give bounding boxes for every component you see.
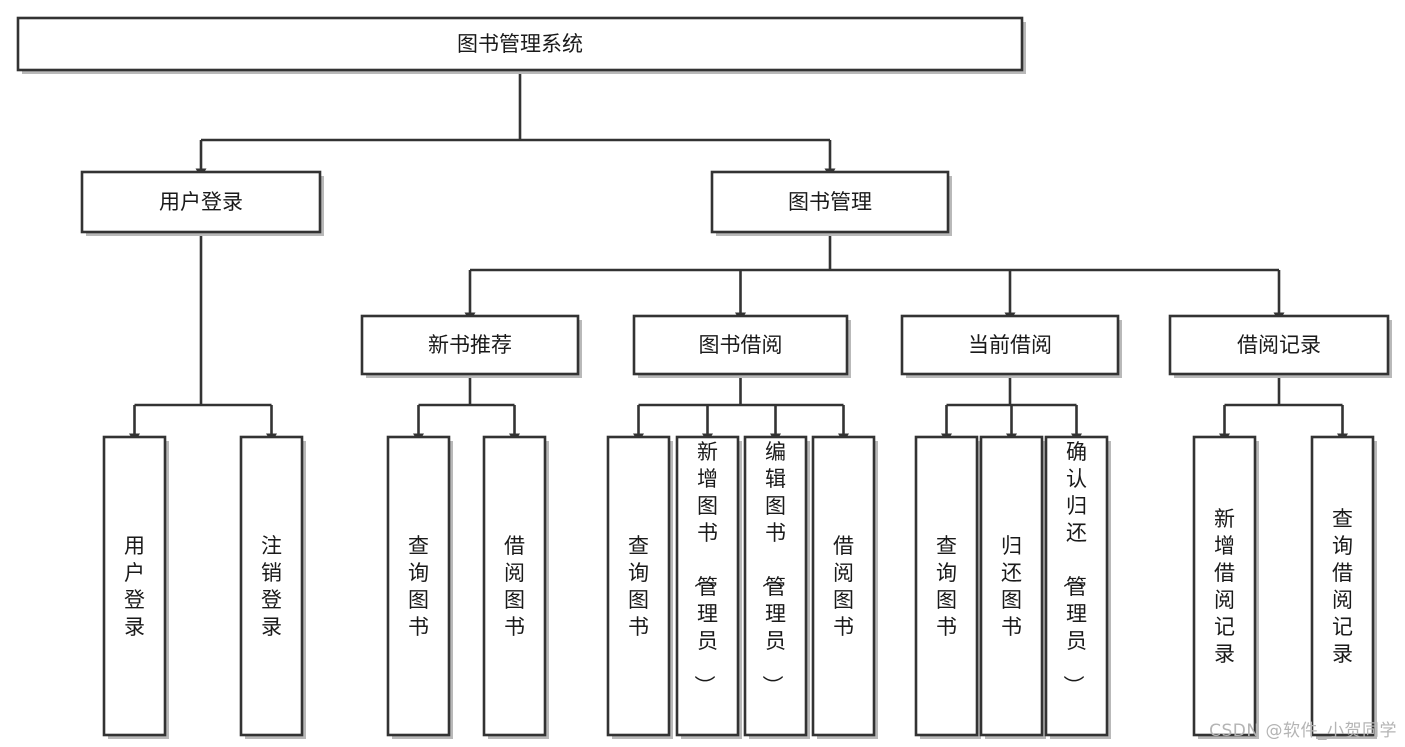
node-rect[interactable] (632, 314, 849, 376)
node-leaf-借阅图书-3[interactable]: 借阅图书 (482, 435, 549, 739)
node-rect[interactable] (482, 435, 547, 737)
node-label: 用户登录 (159, 190, 243, 214)
node-leaf-注销登录-1[interactable]: 注销登录 (239, 435, 306, 739)
node-label: 借阅图书 (504, 534, 525, 639)
node-label: 用户登录 (124, 534, 145, 639)
node-l2-图书管理-1[interactable]: 图书管理 (710, 170, 952, 236)
node-rect[interactable] (360, 314, 580, 376)
connector-layer (129, 70, 1348, 443)
node-label: 当前借阅 (968, 333, 1052, 357)
node-l3-新书推荐-0[interactable]: 新书推荐 (360, 314, 582, 378)
node-rect[interactable] (80, 170, 322, 234)
node-leaf-编辑图书管理员-6[interactable]: 编辑图书（管理员） (743, 435, 810, 739)
watermark-text: CSDN @软件_小贺同学 (1209, 721, 1397, 741)
node-label: 查询图书 (628, 534, 649, 639)
node-label: 查询借阅记录 (1332, 507, 1353, 666)
node-layer: 图书管理系统用户登录图书管理新书推荐图书借阅当前借阅借阅记录用户登录注销登录查询… (16, 16, 1392, 739)
node-root-图书管理系统[interactable]: 图书管理系统 (16, 16, 1026, 74)
node-leaf-查询图书-4[interactable]: 查询图书 (606, 435, 673, 739)
node-leaf-查询借阅记录-12[interactable]: 查询借阅记录 (1310, 435, 1377, 739)
node-label: 新增借阅记录 (1214, 507, 1235, 666)
node-label: 新书推荐 (428, 333, 512, 357)
node-leaf-新增图书管理员-5[interactable]: 新增图书（管理员） (675, 435, 742, 739)
node-label: 编辑图书（管理员） (760, 440, 786, 696)
node-label: 借阅图书 (833, 534, 854, 639)
node-leaf-归还图书-9[interactable]: 归还图书 (979, 435, 1046, 739)
node-rect[interactable] (914, 435, 979, 737)
node-leaf-查询图书-8[interactable]: 查询图书 (914, 435, 981, 739)
node-rect[interactable] (900, 314, 1120, 376)
node-label: 注销登录 (261, 534, 282, 639)
node-rect[interactable] (1168, 314, 1390, 376)
node-l3-图书借阅-1[interactable]: 图书借阅 (632, 314, 851, 378)
node-l3-借阅记录-3[interactable]: 借阅记录 (1168, 314, 1392, 378)
node-rect[interactable] (811, 435, 876, 737)
node-rect[interactable] (675, 435, 740, 737)
node-rect[interactable] (1192, 435, 1257, 737)
node-label: 借阅记录 (1237, 333, 1321, 357)
node-rect[interactable] (102, 435, 167, 737)
node-rect[interactable] (606, 435, 671, 737)
node-rect[interactable] (1310, 435, 1375, 737)
node-label: 图书管理 (788, 190, 872, 214)
node-label: 归还图书 (1001, 534, 1022, 639)
node-label: 确认归还（管理员） (1061, 440, 1087, 696)
node-leaf-新增借阅记录-11[interactable]: 新增借阅记录 (1192, 435, 1259, 739)
node-rect[interactable] (710, 170, 950, 234)
node-rect[interactable] (979, 435, 1044, 737)
node-label: 查询图书 (936, 534, 957, 639)
node-rect[interactable] (1044, 435, 1109, 737)
node-leaf-借阅图书-7[interactable]: 借阅图书 (811, 435, 878, 739)
node-leaf-查询图书-2[interactable]: 查询图书 (386, 435, 453, 739)
node-label: 图书借阅 (699, 333, 783, 357)
node-rect[interactable] (16, 16, 1024, 72)
node-label: 查询图书 (408, 534, 429, 639)
node-l2-用户登录-0[interactable]: 用户登录 (80, 170, 324, 236)
node-l3-当前借阅-2[interactable]: 当前借阅 (900, 314, 1122, 378)
node-rect[interactable] (386, 435, 451, 737)
node-leaf-用户登录-0[interactable]: 用户登录 (102, 435, 169, 739)
node-label: 图书管理系统 (457, 32, 583, 56)
node-rect[interactable] (743, 435, 808, 737)
node-leaf-确认归还管理员-10[interactable]: 确认归还（管理员） (1044, 435, 1111, 739)
node-rect[interactable] (239, 435, 304, 737)
node-label: 新增图书（管理员） (692, 440, 718, 696)
